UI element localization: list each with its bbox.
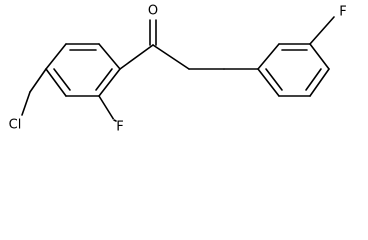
ring-a-bond-4 bbox=[45, 68, 67, 97]
ring-a-chlorofluorophenyl bbox=[45, 43, 121, 97]
bond-carbonyl-to-ch2 bbox=[152, 44, 190, 70]
bond-ring-b-to-fluorine bbox=[309, 16, 335, 45]
bond-ring-a-to-chlorine bbox=[29, 68, 47, 93]
ring-b-double-bond-3 bbox=[265, 68, 283, 91]
ring-a-double-bond-2 bbox=[53, 68, 71, 91]
ring-a-bond-6 bbox=[98, 68, 121, 97]
chlorine-atom-label: Cl bbox=[9, 118, 22, 133]
ring-a-double-bond-3 bbox=[95, 68, 113, 91]
bond-chlorine-tail bbox=[21, 91, 31, 116]
oxygen-atom-label: O bbox=[148, 4, 158, 19]
chemical-structure-diagram: O F F Cl bbox=[8, 3, 347, 135]
fluorine-atom-label-ring-a: F bbox=[116, 120, 123, 135]
ring-b-fluorophenyl bbox=[257, 43, 330, 97]
ring-b-bond-6 bbox=[257, 68, 280, 97]
ring-a-bond-3 bbox=[45, 43, 67, 70]
bond-ring-a-to-fluorine bbox=[98, 95, 115, 121]
fluorine-atom-label-ring-b: F bbox=[339, 5, 346, 20]
bond-fluorine-tail bbox=[113, 119, 117, 122]
ring-b-bond-1 bbox=[257, 43, 280, 70]
ring-a-bond-1 bbox=[98, 43, 121, 70]
ring-b-bond-3 bbox=[309, 43, 330, 70]
ring-b-double-bond-2 bbox=[305, 68, 322, 91]
bond-ring-a-to-carbonyl bbox=[119, 44, 154, 70]
ring-b-bond-4 bbox=[309, 68, 330, 97]
